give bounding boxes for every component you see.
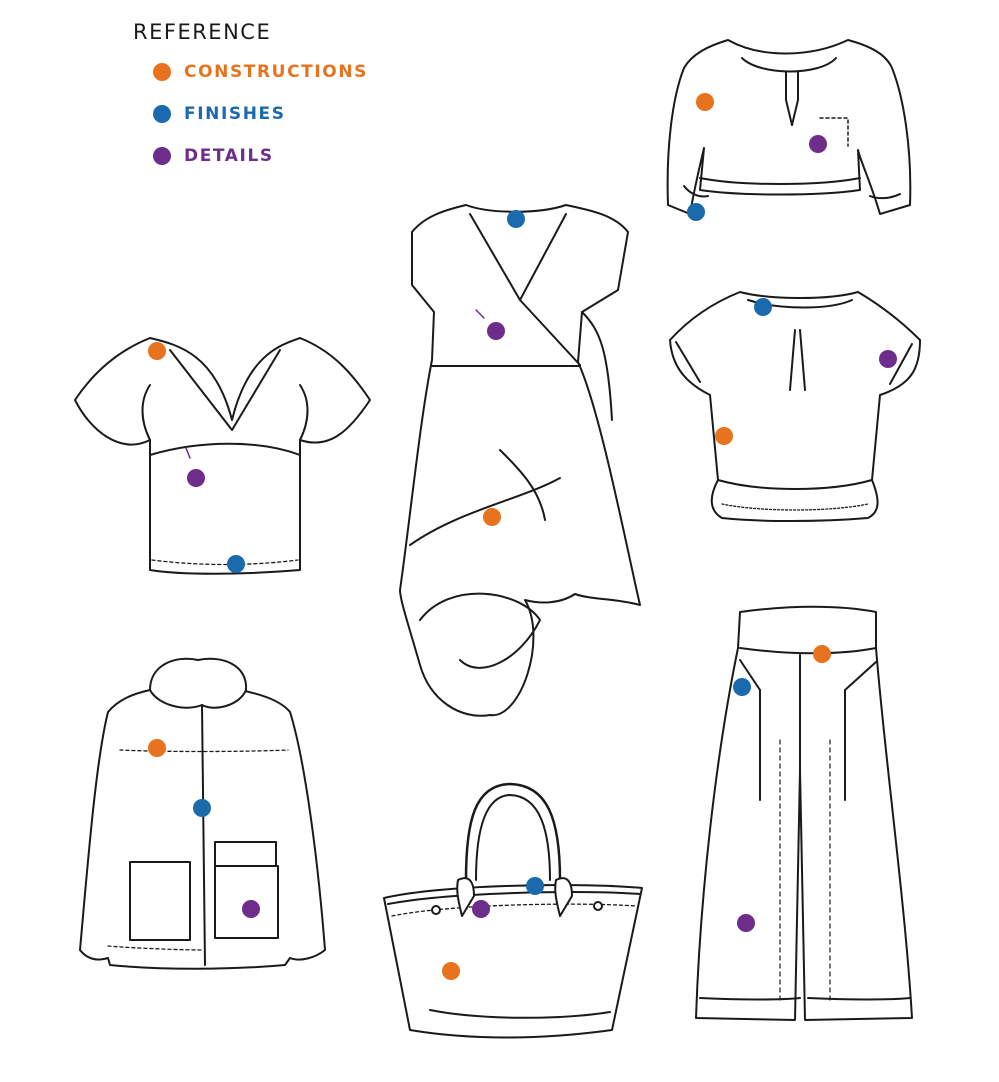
marker-details <box>187 469 205 487</box>
peasant-blouse-icon <box>669 291 921 522</box>
marker-finishes <box>733 678 751 696</box>
marker-details <box>737 914 755 932</box>
marker-finishes <box>227 555 245 573</box>
marker-details <box>879 350 897 368</box>
marker-finishes <box>754 298 772 316</box>
legend-title: REFERENCE <box>133 20 272 44</box>
legend-label-details: DETAILS <box>184 146 274 166</box>
marker-constructions <box>148 342 166 360</box>
marker-constructions <box>813 645 831 663</box>
tote-bag-icon <box>383 782 643 1039</box>
details-dot-icon <box>153 147 171 165</box>
marker-constructions <box>696 93 714 111</box>
legend-item-details: DETAILS <box>153 144 274 168</box>
marker-constructions <box>715 427 733 445</box>
marker-finishes <box>687 203 705 221</box>
legend: REFERENCE CONSTRUCTIONS FINISHES DETAILS <box>133 18 366 166</box>
marker-details <box>242 900 260 918</box>
marker-constructions <box>148 739 166 757</box>
marker-finishes <box>193 799 211 817</box>
marker-details <box>487 322 505 340</box>
markers <box>148 93 897 980</box>
marker-finishes <box>526 877 544 895</box>
marker-details <box>472 900 490 918</box>
jacket-icon <box>79 657 326 970</box>
legend-item-constructions: CONSTRUCTIONS <box>153 60 368 84</box>
wrap-dress-icon <box>399 204 641 717</box>
blouse-pocket-icon <box>666 39 912 215</box>
constructions-dot-icon <box>153 63 171 81</box>
trousers-icon <box>695 605 913 1021</box>
marker-constructions <box>483 508 501 526</box>
flutter-top-icon <box>74 337 371 575</box>
legend-label-constructions: CONSTRUCTIONS <box>184 62 369 82</box>
finishes-dot-icon <box>153 105 171 123</box>
marker-finishes <box>507 210 525 228</box>
legend-label-finishes: FINISHES <box>184 104 286 124</box>
marker-constructions <box>442 962 460 980</box>
marker-details <box>809 135 827 153</box>
legend-item-finishes: FINISHES <box>153 102 286 126</box>
